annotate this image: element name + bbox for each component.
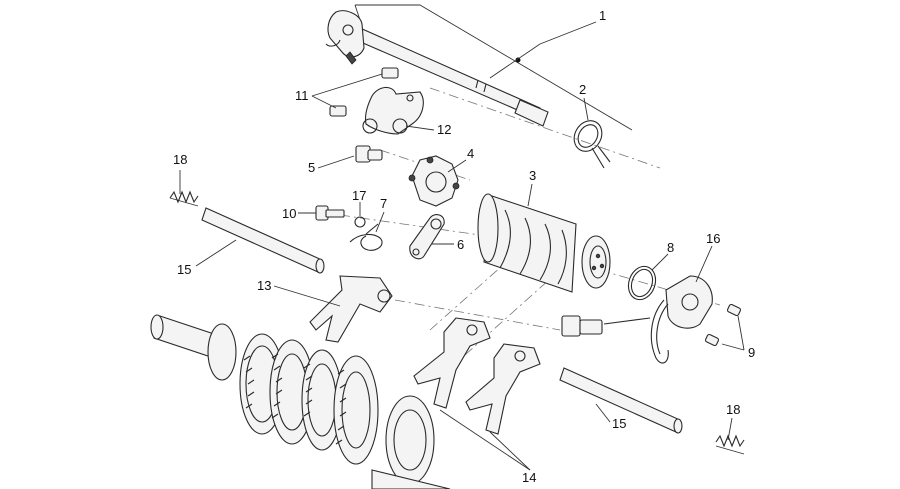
callout-18-left: 18 (173, 152, 187, 167)
callout-15-right: 15 (612, 416, 626, 431)
callout-7: 7 (380, 196, 387, 211)
callout-10: 10 (282, 206, 296, 221)
screws-11 (329, 67, 399, 117)
callout-9: 9 (748, 345, 755, 360)
shift-fork-14-right (465, 343, 541, 435)
callout-17: 17 (352, 188, 366, 203)
bolt-5 (355, 145, 383, 163)
torsion-spring-7 (349, 223, 383, 251)
spring-18-right (715, 434, 745, 455)
screw-10 (315, 205, 345, 221)
index-star-wheel (408, 155, 460, 207)
callout-labels: 1 2 3 4 5 6 7 8 9 10 11 12 13 14 15 15 1… (173, 8, 755, 485)
callout-18-right: 18 (726, 402, 740, 417)
callout-16: 16 (706, 231, 720, 246)
callout-15-left: 15 (177, 262, 191, 277)
gear-position-sensor (561, 275, 713, 364)
shift-drum (477, 193, 611, 293)
callout-6: 6 (457, 237, 464, 252)
callout-1: 1 (599, 8, 606, 23)
shift-fork-13 (309, 275, 393, 343)
callout-13: 13 (257, 278, 271, 293)
ratchet-lever (362, 86, 424, 135)
gear-shift-shaft (325, 10, 549, 127)
shift-fork-14-left (413, 317, 491, 409)
screws-9 (704, 303, 742, 347)
callout-3: 3 (529, 168, 536, 183)
callout-12: 12 (437, 122, 451, 137)
gear-cluster (150, 314, 451, 489)
selector-lever (409, 214, 445, 260)
callout-14: 14 (522, 470, 536, 485)
leader-lines (179, 21, 745, 471)
spring-18-left (169, 190, 199, 207)
washer-17 (354, 216, 366, 228)
callout-2: 2 (579, 82, 586, 97)
fork-shaft-15-right (559, 367, 683, 434)
callout-5: 5 (308, 160, 315, 175)
callout-8: 8 (667, 240, 674, 255)
spring-clip (573, 120, 611, 169)
o-ring (627, 265, 657, 301)
fork-shaft-15-left (201, 207, 325, 274)
callout-4: 4 (467, 146, 474, 161)
callout-11: 11 (295, 88, 309, 103)
